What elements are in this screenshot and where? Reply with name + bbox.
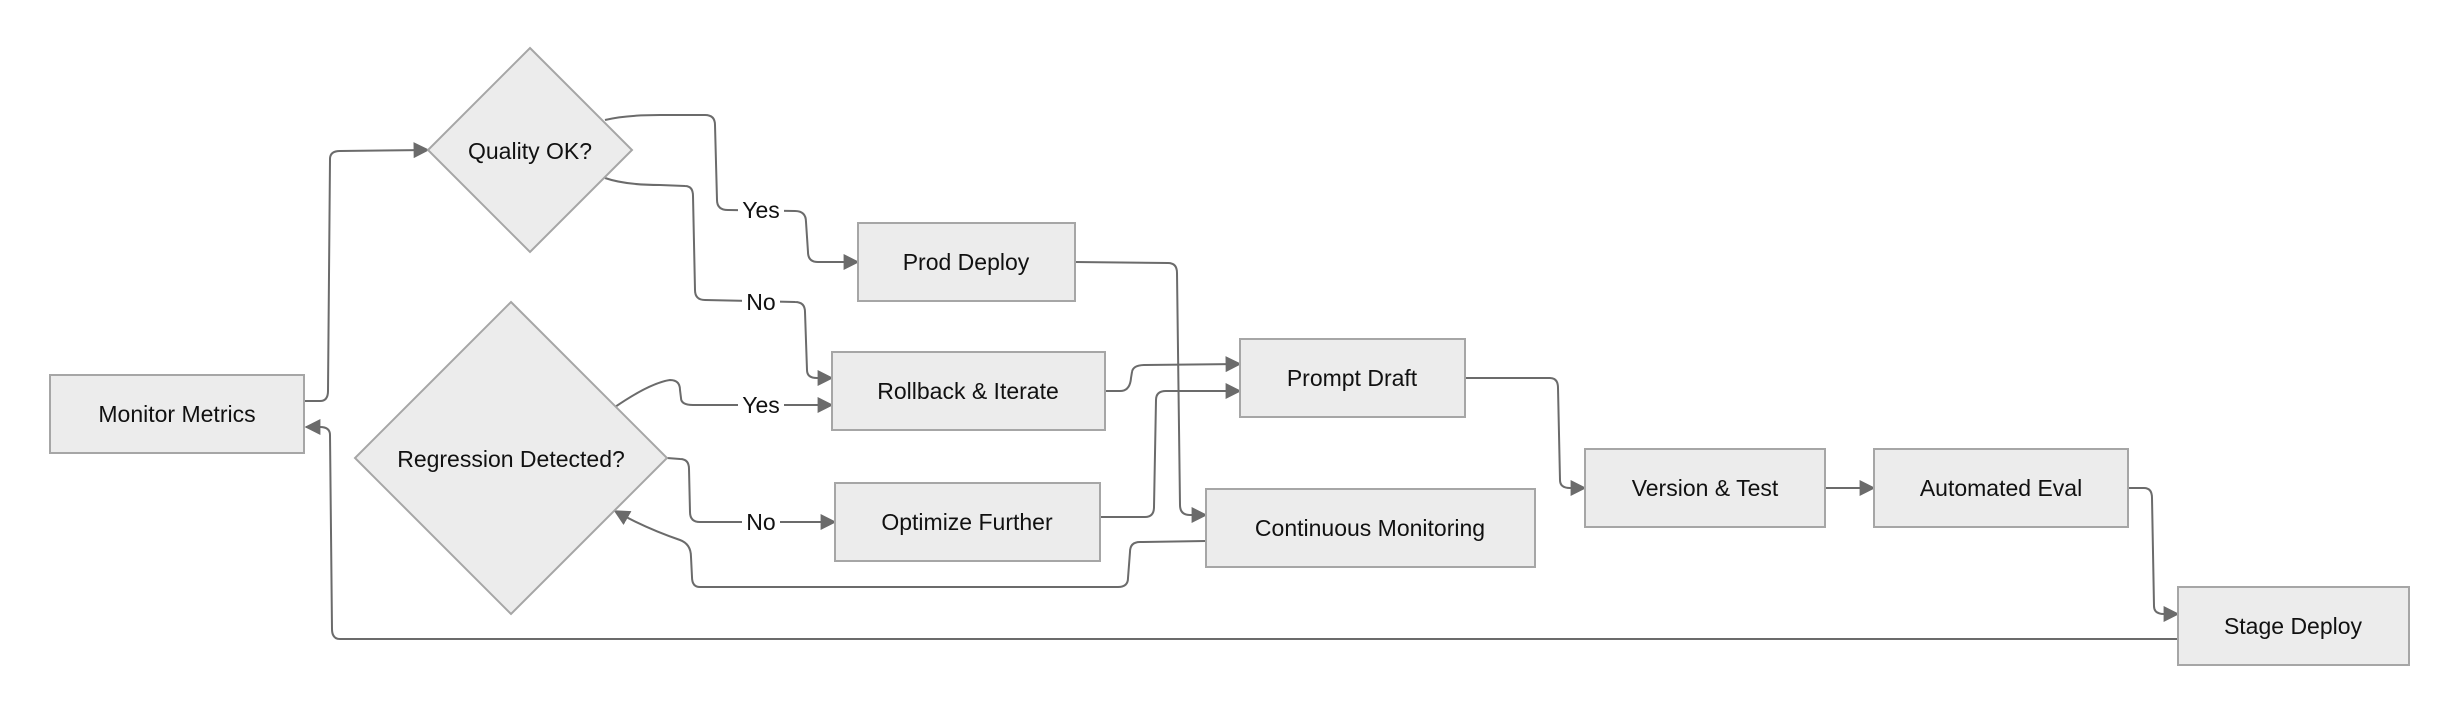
node-monitor-metrics[interactable]: Monitor Metrics: [49, 374, 305, 454]
svg-text:Version & Test: Version & Test: [1632, 475, 1779, 501]
svg-text:Yes: Yes: [742, 197, 780, 223]
edge-stage-to-monitor: [304, 419, 2178, 640]
edge-label-quality-yes: Yes: [738, 196, 784, 224]
edge-optimize-to-prompt: [1100, 383, 1242, 518]
svg-text:Prod Deploy: Prod Deploy: [903, 249, 1030, 275]
node-prod-deploy[interactable]: Prod Deploy: [857, 222, 1076, 302]
edge-label-regression-yes: Yes: [738, 391, 784, 419]
svg-text:Regression Detected?: Regression Detected?: [397, 446, 625, 472]
svg-text:Quality OK?: Quality OK?: [468, 138, 592, 164]
node-stage-deploy[interactable]: Stage Deploy: [2177, 586, 2410, 666]
svg-text:Monitor Metrics: Monitor Metrics: [98, 401, 255, 427]
node-quality-ok-decision[interactable]: Quality OK?: [426, 46, 634, 254]
edge-prod-to-continuous: [1074, 261, 1208, 523]
edge-quality-to-rollback: [604, 177, 834, 386]
svg-text:No: No: [746, 289, 775, 315]
edge-label-quality-no: No: [742, 288, 780, 316]
edge-autoeval-to-stage: [2128, 487, 2180, 622]
node-rollback-iterate[interactable]: Rollback & Iterate: [831, 351, 1106, 431]
node-prompt-draft[interactable]: Prompt Draft: [1239, 338, 1466, 418]
node-optimize-further[interactable]: Optimize Further: [834, 482, 1101, 562]
svg-text:No: No: [746, 509, 775, 535]
svg-text:Rollback & Iterate: Rollback & Iterate: [877, 378, 1059, 404]
svg-text:Stage Deploy: Stage Deploy: [2224, 613, 2363, 639]
edge-regression-to-optimize: [666, 457, 837, 530]
edge-continuous-to-regression: [613, 510, 1207, 588]
svg-text:Continuous Monitoring: Continuous Monitoring: [1255, 515, 1485, 541]
svg-text:Automated Eval: Automated Eval: [1920, 475, 2082, 501]
node-automated-eval[interactable]: Automated Eval: [1873, 448, 2129, 528]
edge-quality-to-prod: [604, 114, 860, 270]
edge-rollback-to-prompt: [1105, 356, 1242, 392]
node-regression-detected-decision[interactable]: Regression Detected?: [353, 300, 669, 616]
edge-monitor-to-quality: [304, 142, 430, 402]
edge-regression-to-rollback: [614, 378, 834, 413]
nodes-layer: Monitor Metrics Quality OK? Regression D…: [49, 46, 2410, 666]
svg-text:Yes: Yes: [742, 392, 780, 418]
svg-text:Prompt Draft: Prompt Draft: [1287, 365, 1418, 391]
edge-label-regression-no: No: [742, 508, 780, 536]
node-continuous-monitoring[interactable]: Continuous Monitoring: [1205, 488, 1536, 568]
svg-text:Optimize Further: Optimize Further: [881, 509, 1053, 535]
edge-labels-layer: Yes No Yes No: [738, 196, 784, 536]
edge-prompt-to-version: [1465, 377, 1587, 496]
edges-layer: [304, 114, 2180, 640]
node-version-test[interactable]: Version & Test: [1584, 448, 1826, 528]
